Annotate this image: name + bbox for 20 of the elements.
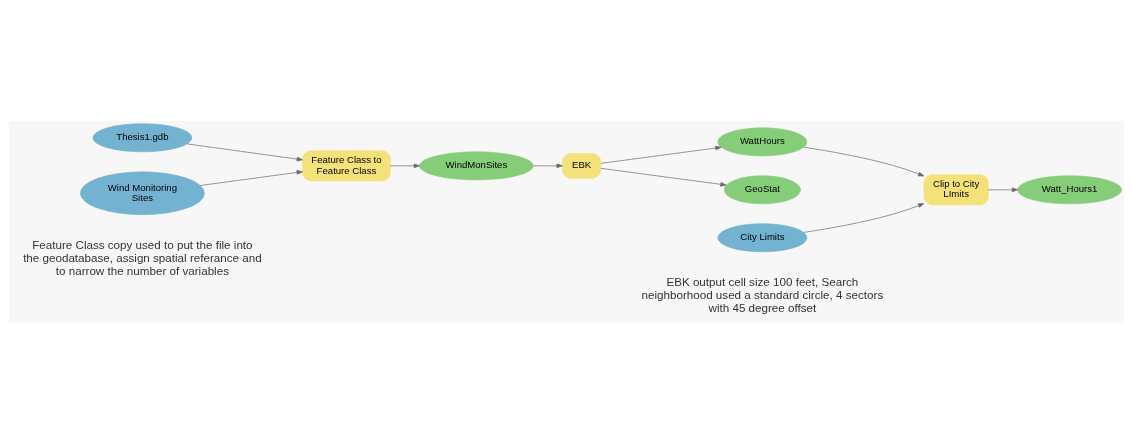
arrow	[186, 143, 303, 162]
arrow	[803, 146, 925, 177]
label: EBK output cell size 100 feet, Search neighborhood used a standard circle, 4 sectors with 45 degree offset	[641, 274, 884, 314]
node-ellipse: GeoStat	[723, 175, 801, 205]
node-box: EBK	[562, 153, 602, 179]
arrow	[600, 168, 727, 187]
node-box: Feature Class to Feature Class	[302, 150, 391, 182]
arrow	[600, 145, 722, 164]
arrow	[532, 163, 563, 169]
node-ellipse: WindMonSites	[419, 151, 534, 181]
arrow	[803, 203, 925, 233]
arrow	[988, 187, 1019, 193]
node-ellipse: Thesis1.gdb	[92, 123, 193, 153]
label: Feature Class copy used to put the file into the geodatabase, assign spatial referance and to narrow the number of variables	[23, 237, 262, 277]
node-ellipse: Watt_Hours1	[1017, 175, 1122, 205]
node-ellipse: City Limits	[717, 223, 808, 253]
arrow	[389, 163, 420, 169]
arrow	[200, 170, 303, 186]
node-ellipse: Wind Monitoring Sites	[80, 171, 205, 215]
node-box: Clip to City LImits	[923, 174, 989, 206]
